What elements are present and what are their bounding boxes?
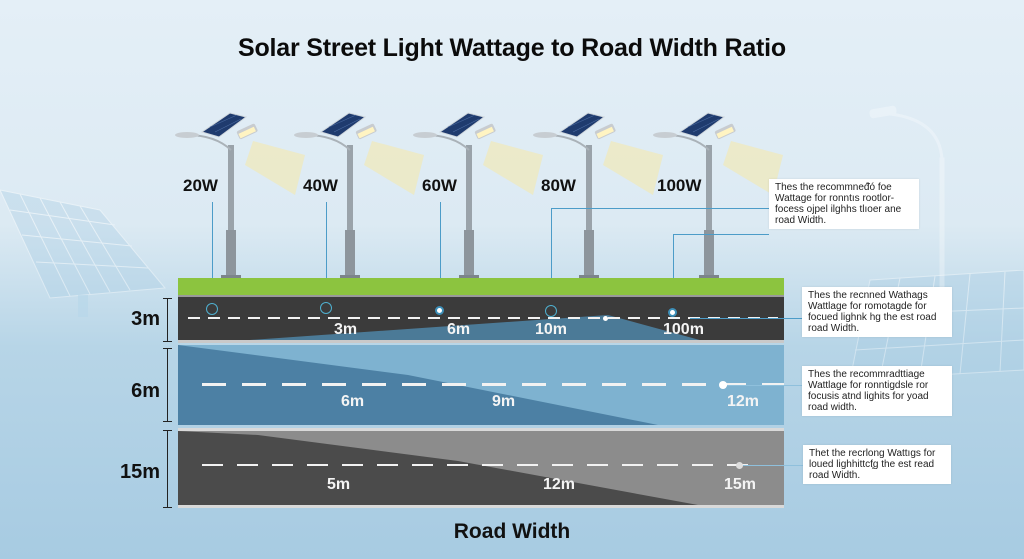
solar-street-light-icon xyxy=(533,112,663,279)
marker-dot-icon xyxy=(603,316,608,321)
lane-marker-label: 5m xyxy=(327,476,351,493)
road-lane-6m xyxy=(178,345,784,425)
grass-strip xyxy=(178,278,784,295)
marker-ring-icon xyxy=(545,305,557,317)
light-beam-shape xyxy=(178,431,784,505)
annotation-box: Thet the recrlong Wattıgs for loued ligh… xyxy=(803,445,951,484)
leader-line xyxy=(673,234,769,235)
dimension-bracket xyxy=(163,430,172,508)
lane-marker-label: 9m xyxy=(492,393,516,410)
annotation-box: Thes the recommradttiage Wattlage for ro… xyxy=(802,366,952,416)
background-solar-panel-icon xyxy=(0,189,166,317)
leader-line xyxy=(743,465,803,466)
marker-dot-icon xyxy=(668,308,677,317)
leader-line xyxy=(212,202,213,302)
annotation-box: Thes the recommneᵭ́ó foe Wattage for ron… xyxy=(769,179,919,229)
wattage-label-80w: 80W xyxy=(541,176,576,195)
marker-dot-icon xyxy=(736,462,743,469)
x-axis-label: Road Width xyxy=(453,520,571,543)
dimension-bracket xyxy=(163,348,172,422)
solar-street-light-icon xyxy=(294,112,424,279)
leader-line xyxy=(673,234,674,312)
marker-dot-icon xyxy=(719,381,727,389)
lane-marker-label: 12m xyxy=(727,393,760,410)
lane-marker-label: 12m xyxy=(543,476,576,493)
wattage-label-40w: 40W xyxy=(303,176,338,195)
annotation-box: Thes the recnned Wathags Wattlage for ro… xyxy=(802,287,952,337)
dimension-bracket xyxy=(163,298,172,342)
marker-ring-icon xyxy=(206,303,218,315)
marker-ring-icon xyxy=(320,302,332,314)
road-width-label-6m: 6m xyxy=(131,380,160,402)
marker-dot-icon xyxy=(435,306,444,315)
solar-street-light-icon xyxy=(175,112,305,279)
lane-marker-label: 15m xyxy=(724,476,757,493)
lane-marker-label: 6m xyxy=(447,321,471,338)
lane-marker-label: 100m xyxy=(663,321,704,338)
leader-line xyxy=(440,202,441,306)
road-lane-3m xyxy=(178,295,784,343)
lane-divider xyxy=(202,383,784,386)
lane-marker-label: 6m xyxy=(341,393,365,410)
solar-street-light-icon xyxy=(413,112,543,279)
road-width-label-3m: 3m xyxy=(131,308,160,330)
lane-divider xyxy=(188,317,778,319)
lane-divider xyxy=(202,464,762,466)
leader-line xyxy=(551,208,769,209)
leader-line xyxy=(727,385,802,386)
wattage-label-60w: 60W xyxy=(422,176,457,195)
lane-marker-label: 3m xyxy=(334,321,358,338)
wattage-label-100w: 100W xyxy=(657,176,702,195)
road-lane-15m xyxy=(178,428,784,508)
solar-street-light-icon xyxy=(653,112,783,279)
background-street-lamp-icon xyxy=(869,105,945,300)
leader-line xyxy=(551,208,552,306)
chart-title: Solar Street Light Wattage to Road Width… xyxy=(238,34,786,62)
light-beam-shape xyxy=(249,315,700,340)
road-width-label-15m: 15m xyxy=(119,461,160,483)
leader-line xyxy=(326,202,327,302)
wattage-label-20w: 20W xyxy=(183,176,218,195)
lane-marker-label: 10m xyxy=(535,321,568,338)
leader-line xyxy=(690,318,802,319)
